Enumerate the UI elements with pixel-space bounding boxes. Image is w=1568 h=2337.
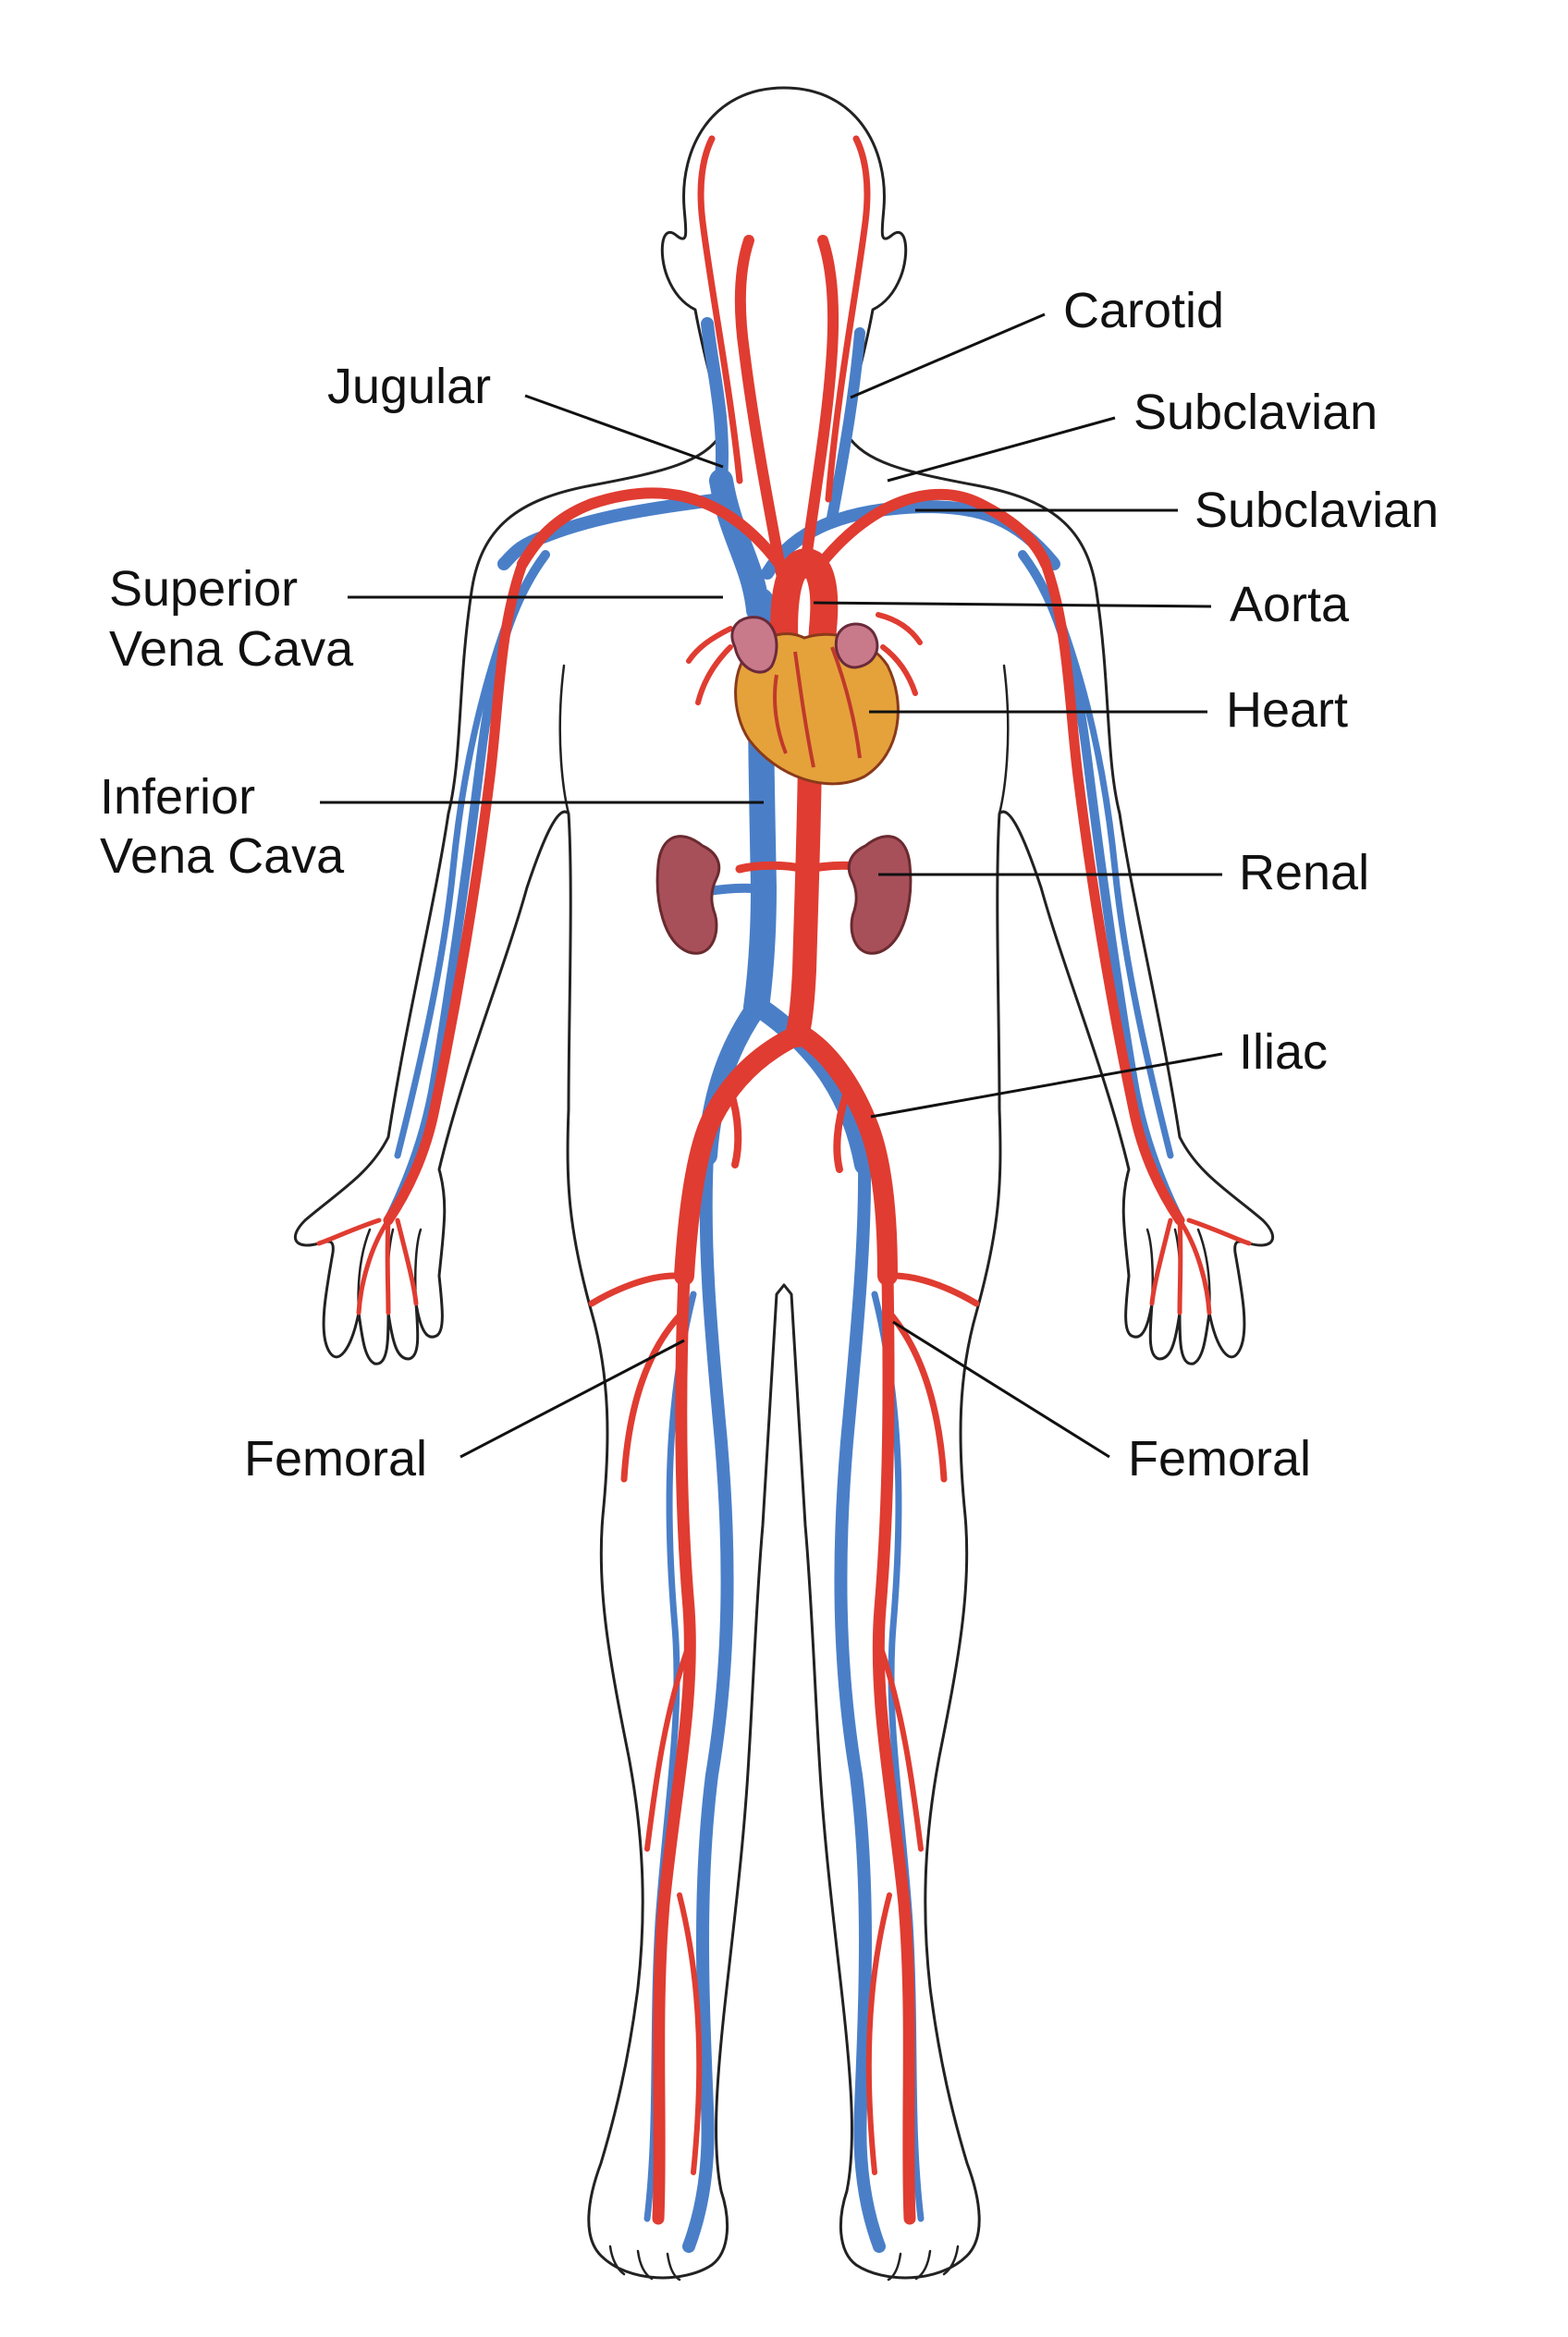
leader-femoral-right (892, 1320, 1110, 1459)
iliac-artery-right (792, 1025, 898, 1286)
label-heart: Heart (1226, 682, 1348, 738)
label-femoral-left: Femoral (244, 1431, 427, 1487)
label-superior-vena-cava-line1: Superior (109, 561, 298, 617)
right-atrium (730, 616, 778, 674)
jugular-vein-right (827, 327, 865, 523)
heart (730, 616, 900, 786)
label-iliac: Iliac (1239, 1024, 1328, 1080)
jugular-vein-left (701, 317, 729, 487)
label-renal: Renal (1239, 845, 1369, 900)
brachial-artery-left (383, 558, 528, 1226)
palmar-arteries-right (1149, 1217, 1252, 1315)
arm-vein-left-2 (394, 588, 521, 1159)
femoral-vein-left (682, 1149, 734, 2253)
kidney-right (847, 835, 913, 955)
carotid-artery-left (734, 235, 787, 579)
leader-subclavian-artery (887, 416, 1116, 483)
femoral-vein-right (834, 1158, 886, 2253)
kidneys (655, 835, 913, 955)
label-subclavian-artery: Subclavian (1133, 385, 1378, 440)
internal-iliac-right (833, 1092, 850, 1173)
femoral-artery-left (652, 1269, 696, 2225)
left-arm-inner-line (558, 664, 570, 815)
leader-carotid (850, 312, 1046, 399)
tibial-arteries-right (865, 1643, 924, 2175)
label-carotid: Carotid (1063, 283, 1224, 338)
coronary-branches (686, 612, 923, 705)
brachial-artery-right (1040, 558, 1185, 1226)
left-atrium (834, 622, 879, 669)
label-superior-vena-cava-line2: Vena Cava (109, 621, 354, 677)
right-toe-lines (887, 2245, 960, 2282)
iliac-vein-right (750, 997, 875, 1175)
label-aorta: Aorta (1230, 577, 1350, 632)
leader-lines (320, 312, 1223, 1459)
body-outline (293, 86, 1275, 2282)
arterial-system (316, 135, 1252, 2225)
internal-iliac-left (727, 1087, 742, 1168)
iliac-artery-left (674, 1025, 807, 1286)
renal-artery-left (735, 861, 809, 874)
temporal-artery-right (825, 135, 871, 503)
label-subclavian-vein: Subclavian (1194, 483, 1439, 538)
carotid-artery-right (799, 235, 839, 579)
descending-aorta (785, 746, 822, 1047)
leader-aorta (813, 601, 1212, 608)
leader-femoral-left (459, 1339, 685, 1459)
labels: Carotid Jugular Subclavian Subclavian Su… (100, 283, 1439, 1487)
subclavian-vein-left (497, 493, 728, 570)
profunda-artery-left (588, 1272, 686, 1483)
kidney-left (655, 835, 721, 955)
label-jugular: Jugular (327, 359, 491, 414)
tibial-arteries-left (644, 1643, 703, 2175)
temporal-artery-left (697, 135, 743, 484)
coronary-vessels (773, 646, 862, 768)
palmar-arteries-left (316, 1217, 419, 1315)
head-outline (293, 86, 1275, 2280)
left-toe-lines (608, 2245, 681, 2282)
leader-jugular (524, 394, 724, 469)
label-inferior-vena-cava-line2: Vena Cava (100, 828, 345, 884)
subclavian-artery-right (808, 488, 1051, 579)
right-arm-inner-line (998, 664, 1010, 815)
femoral-artery-right (872, 1269, 916, 2225)
subclavian-artery-left (517, 487, 791, 579)
label-inferior-vena-cava-line1: Inferior (100, 769, 255, 825)
label-femoral-right: Femoral (1128, 1431, 1311, 1487)
leader-iliac (870, 1052, 1223, 1119)
